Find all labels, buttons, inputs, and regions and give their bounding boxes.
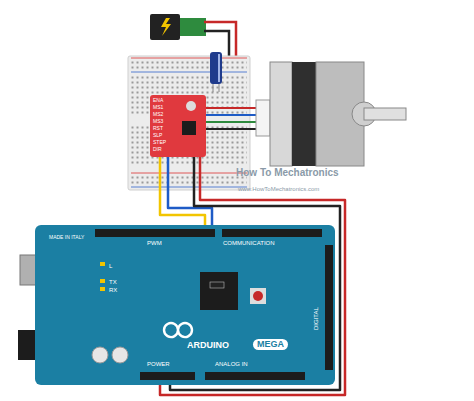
stepper-motor	[256, 62, 406, 166]
a4988-driver: ENA MS1MS2MS3RST SLP STEP DIR	[150, 95, 206, 157]
watermark: How To Mechatronics	[236, 168, 339, 178]
board-label: ANALOG IN	[215, 361, 248, 367]
potentiometer	[186, 101, 196, 111]
motor-wires	[206, 108, 258, 129]
pin-label: MS2	[153, 112, 163, 117]
arduino-board	[18, 225, 335, 385]
pin-label: MS1	[153, 105, 163, 110]
pin-label: SLP	[153, 133, 162, 138]
pin-label: DIR	[153, 147, 162, 152]
board-label: POWER	[147, 361, 170, 367]
watermark-url: www.HowToMechatronics.com	[238, 186, 319, 192]
board-label: PWM	[147, 240, 162, 246]
jumper-wire	[168, 157, 212, 225]
board-label: ARDUINO	[187, 341, 229, 350]
board-label: COMMUNICATION	[223, 240, 275, 246]
board-label: MEGA	[253, 339, 288, 350]
board-label: RX	[109, 287, 117, 293]
board-label: MADE IN ITALY	[49, 235, 84, 240]
capacitor	[210, 52, 222, 92]
pin-label: MS3	[153, 119, 163, 124]
board-label: TX	[109, 279, 117, 285]
power-jack	[150, 14, 206, 40]
pin-label: STEP	[153, 140, 166, 145]
board-label: L	[109, 263, 112, 269]
jumper-wire	[160, 157, 345, 395]
board-label: DIGITAL	[313, 307, 319, 330]
pin-label: ENA	[153, 98, 163, 103]
arduino-mega-board: MADE IN ITALY PWM COMMUNICATION L TX RX ARDUIN…	[35, 225, 335, 385]
jumper-wire	[170, 157, 340, 390]
driver-chip	[182, 121, 196, 135]
pin-label: RST	[153, 126, 163, 131]
